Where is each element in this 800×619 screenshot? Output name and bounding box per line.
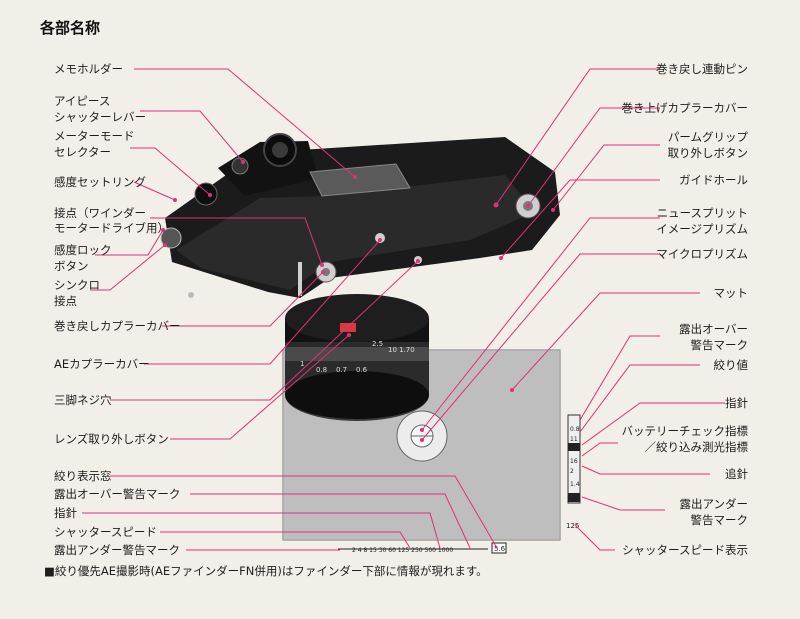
- lens-marking: 0.8: [316, 366, 327, 374]
- label-microprism: マイクロプリズム: [656, 247, 748, 261]
- page-title: 各部名称: [40, 19, 101, 37]
- label-selector: セレクター: [54, 145, 112, 159]
- label-rewind-pin: 巻き戻し連動ピン: [656, 62, 748, 76]
- label-over-r: 露出オーバー: [679, 322, 748, 336]
- label-over-r-mark: 警告マーク: [690, 338, 749, 352]
- label-follow-needle: 追針: [725, 467, 748, 481]
- label-grip-release: 取り外しボタン: [667, 146, 749, 160]
- label-shutter-lever: シャッターレバー: [54, 110, 146, 124]
- label-stopdown: ／絞り込み測光指標: [644, 440, 749, 454]
- label-lens-release: レンズ取り外しボタン: [54, 432, 169, 446]
- label-memo-holder: メモホルダー: [54, 62, 123, 76]
- label-sync: シンクロ: [54, 278, 100, 292]
- label-guide-hole: ガイドホール: [679, 173, 748, 187]
- finder-scale-value: 2: [570, 468, 574, 475]
- label-meter-mode: メーターモード: [54, 129, 135, 143]
- label-needle-r: 指針: [725, 396, 748, 410]
- lens-marking: 0.7: [336, 366, 347, 374]
- label-aperture-window: 絞り表示窓: [54, 469, 112, 483]
- label-image-prism: イメージプリズム: [656, 222, 748, 236]
- label-rewind-coupler: 巻き戻しカプラーカバー: [54, 319, 181, 333]
- label-contact-motor: モータードライブ用）: [54, 221, 169, 235]
- label-iso-ring: 感度セットリング: [54, 175, 146, 189]
- label-new-split: ニュースプリット: [656, 206, 748, 220]
- label-contact: 接点（ワインダー: [54, 206, 146, 220]
- finder-right-scale: [567, 414, 581, 504]
- label-aperture-value: 絞り値: [713, 358, 749, 372]
- finder-scale-value: 11: [570, 436, 578, 443]
- leader-lines-right: [420, 68, 725, 551]
- label-ae-coupler: AEカプラーカバー: [54, 357, 150, 371]
- label-wind-coupler: 巻き上げカプラーカバー: [621, 101, 749, 115]
- label-under-warning: 露出アンダー警告マーク: [54, 543, 181, 557]
- finder-scale-value: 1.4: [570, 481, 580, 488]
- label-under-r-mark: 警告マーク: [690, 513, 749, 527]
- label-sync-contact: 接点: [54, 294, 77, 308]
- label-tripod-socket: 三脚ネジ穴: [54, 393, 112, 407]
- lens-marking: 2.5: [372, 340, 383, 348]
- label-over-warning: 露出オーバー警告マーク: [54, 487, 181, 501]
- lens-marking: 1: [300, 360, 304, 368]
- label-battery-check: バッテリーチェック指標: [621, 424, 749, 438]
- aperture-window-value: 5.6: [494, 545, 506, 553]
- label-under-r: 露出アンダー: [679, 497, 748, 511]
- memo-holder: [309, 163, 411, 197]
- finder-scale-value: 0.8: [570, 426, 580, 433]
- lens-marking: 10 1.70: [388, 346, 415, 354]
- shutter-readout: 125: [566, 522, 579, 530]
- label-shutter-display: シャッタースピード表示: [622, 543, 748, 557]
- finder-scale-value: 16: [570, 458, 578, 465]
- shutter-scale: 2 4 8 15 30 60 125 250 500 1000: [352, 547, 453, 554]
- label-palm-grip: パームグリップ: [667, 130, 748, 144]
- label-button: ボタン: [54, 259, 89, 273]
- label-shutter-speed: シャッタースピード: [54, 525, 157, 539]
- label-matte: マット: [713, 286, 749, 300]
- label-eyepiece: アイピース: [54, 94, 111, 108]
- leader-lines-left: [82, 68, 498, 551]
- footnote: ■絞り優先AE撮影時(AEファインダーFN併用)はファインダー下部に情報が現れま…: [44, 564, 488, 578]
- lens-marking: 0.6: [356, 366, 368, 374]
- label-iso-lock: 感度ロック: [54, 243, 112, 257]
- label-needle: 指針: [54, 506, 77, 520]
